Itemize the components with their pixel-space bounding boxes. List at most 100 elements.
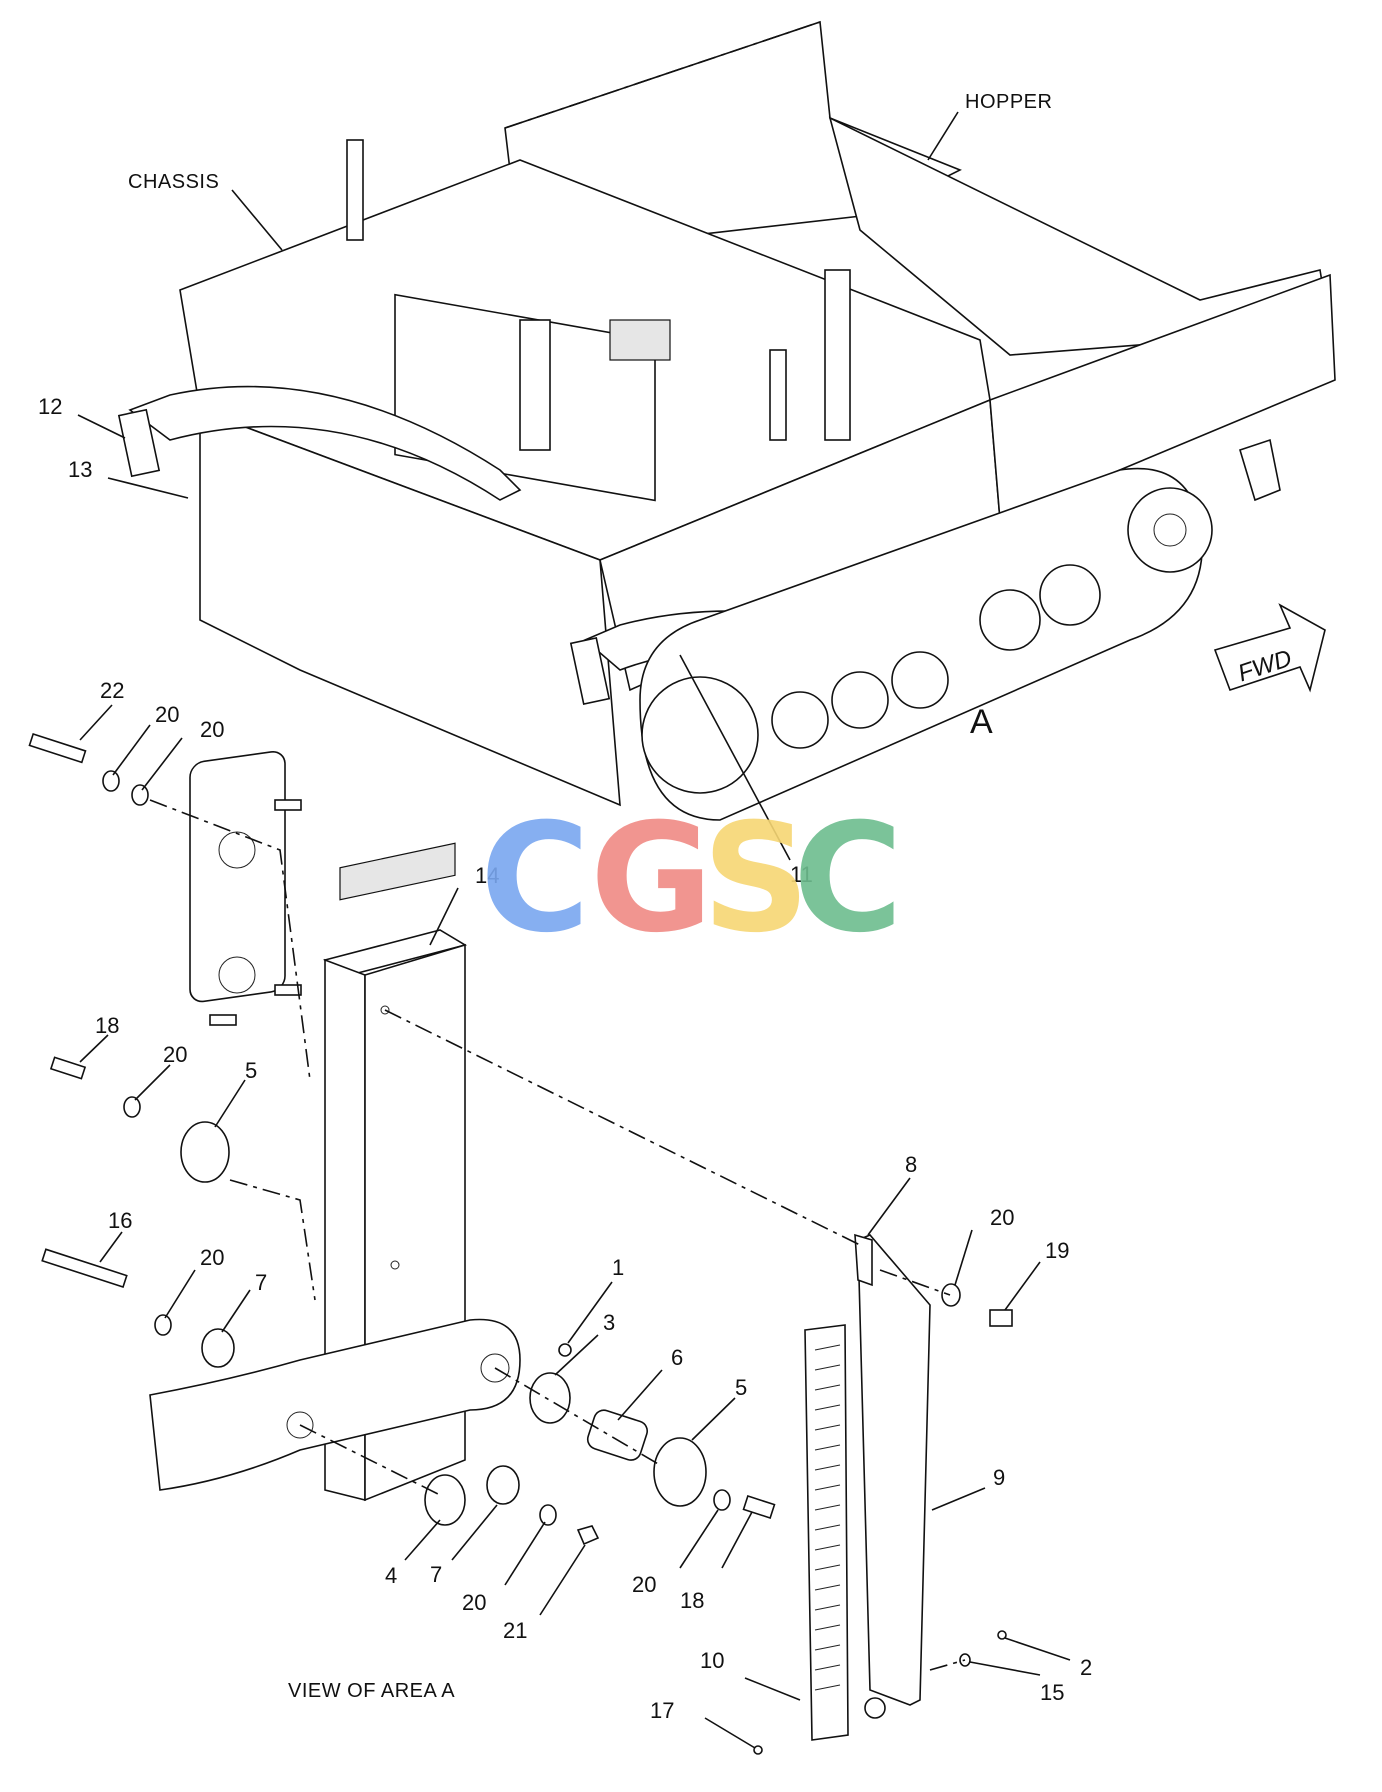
rail-fastener xyxy=(864,1697,886,1719)
callout-14: 14 xyxy=(475,863,499,888)
drive-sprocket-hub xyxy=(1153,513,1187,547)
callout-20-g: 20 xyxy=(990,1205,1014,1230)
callout-numbers: 12 13 14 11 22 20 20 18 20 5 16 20 7 1 3… xyxy=(38,394,1092,1723)
chassis-left-side xyxy=(199,408,621,807)
bushing-7-b xyxy=(486,1465,520,1505)
tow-arm-left-plate xyxy=(117,408,161,478)
callout-17: 17 xyxy=(650,1698,674,1723)
fitting-1 xyxy=(558,1343,572,1357)
vertical-mount-left xyxy=(519,319,551,451)
callout-7-a: 7 xyxy=(255,1270,267,1295)
align-line-6 xyxy=(879,1269,951,1296)
bolt-18-b xyxy=(742,1495,776,1519)
hardware-parts xyxy=(28,732,1013,1755)
screw-17 xyxy=(753,1745,763,1755)
tow-arm-end xyxy=(149,1318,521,1491)
callout-22: 22 xyxy=(100,678,124,703)
center-bracket xyxy=(609,319,671,361)
roller-5-a xyxy=(180,1121,230,1183)
bearing-4 xyxy=(424,1474,466,1526)
callout-11: 11 xyxy=(790,862,813,887)
frame-right-beam xyxy=(989,273,1336,522)
bolt-18-a xyxy=(49,1056,87,1080)
align-line-1 xyxy=(149,799,311,1081)
callout-12: 12 xyxy=(38,394,62,419)
callout-9: 9 xyxy=(993,1465,1005,1490)
bolt-22 xyxy=(28,732,87,764)
callout-20-e: 20 xyxy=(632,1572,656,1597)
plate-stud-3 xyxy=(209,1014,237,1026)
view-caption: VIEW OF AREA A xyxy=(288,1680,455,1702)
plate-stud-1 xyxy=(274,799,302,811)
callout-20-d: 20 xyxy=(200,1245,224,1270)
tow-arm-left xyxy=(128,385,522,501)
forward-arrow: FWD xyxy=(1213,603,1326,693)
road-wheel-5 xyxy=(1039,564,1101,626)
callout-2: 2 xyxy=(1080,1655,1092,1680)
scale-plate-10 xyxy=(804,1324,849,1741)
mount-plate xyxy=(189,750,286,1003)
chassis-leader xyxy=(231,189,283,251)
block-hole-2 xyxy=(390,1260,400,1270)
bolt-19 xyxy=(989,1309,1013,1327)
plate-stud-2 xyxy=(274,984,302,996)
fwd-arrow-shape xyxy=(1213,603,1326,693)
callout-10: 10 xyxy=(700,1648,724,1673)
block-hole-1 xyxy=(380,1005,390,1015)
callout-20-c: 20 xyxy=(163,1042,187,1067)
tow-arm-hole-2 xyxy=(480,1353,510,1383)
align-line-4 xyxy=(299,1424,441,1496)
post-left xyxy=(346,139,364,241)
plate-hole-lower xyxy=(218,956,256,994)
watermark-logo: C G S C xyxy=(480,792,903,966)
callout-1: 1 xyxy=(612,1255,624,1280)
callout-6: 6 xyxy=(671,1345,683,1370)
road-wheel-1 xyxy=(771,691,829,749)
align-line-2 xyxy=(229,1179,316,1301)
washer-20-g xyxy=(941,1283,961,1307)
callout-5-b: 5 xyxy=(735,1375,747,1400)
hopper-leader xyxy=(927,111,959,161)
plate-hole-upper xyxy=(218,831,256,869)
bushing-7-a xyxy=(201,1328,235,1368)
rear-bracket xyxy=(1239,438,1281,502)
callout-5-a: 5 xyxy=(245,1058,257,1083)
align-line-3 xyxy=(384,1009,861,1246)
bearing-3 xyxy=(529,1372,571,1424)
washer-20-d xyxy=(154,1314,172,1336)
nut-21 xyxy=(576,1525,600,1546)
tow-arm-right-plate xyxy=(569,637,611,705)
watermark-letter-2: G xyxy=(590,792,713,966)
idler-wheel xyxy=(641,676,759,794)
chassis-label: CHASSIS xyxy=(128,171,219,193)
washer-20-e xyxy=(713,1489,731,1511)
callout-20-f: 20 xyxy=(462,1590,486,1615)
watermark-letter-1: C xyxy=(480,792,590,966)
watermark-letter-4: C xyxy=(793,792,903,966)
nut-2 xyxy=(997,1630,1007,1640)
washer-20-c xyxy=(123,1096,141,1118)
callout-20-b: 20 xyxy=(200,717,224,742)
callout-4: 4 xyxy=(385,1563,397,1588)
post-right xyxy=(769,349,787,441)
pin-6 xyxy=(586,1409,649,1461)
washer-20-b xyxy=(131,784,149,806)
assembly-lines xyxy=(149,799,966,1671)
road-wheel-2 xyxy=(831,671,889,729)
callout-21: 21 xyxy=(503,1618,527,1643)
washer-20-a xyxy=(102,770,120,792)
callout-3: 3 xyxy=(603,1310,615,1335)
callout-18-b: 18 xyxy=(680,1588,704,1613)
watermark-letter-3: S xyxy=(702,792,810,966)
align-line-7 xyxy=(929,1659,966,1671)
callout-8: 8 xyxy=(905,1152,917,1177)
roller-5-b xyxy=(653,1437,707,1507)
block-cap xyxy=(339,842,456,901)
bolt-16 xyxy=(41,1248,128,1289)
callout-15: 15 xyxy=(1040,1680,1064,1705)
callout-19: 19 xyxy=(1045,1238,1069,1263)
tow-arm-hole-1 xyxy=(286,1411,314,1439)
align-line-5 xyxy=(494,1367,661,1466)
callout-20-a: 20 xyxy=(155,702,179,727)
